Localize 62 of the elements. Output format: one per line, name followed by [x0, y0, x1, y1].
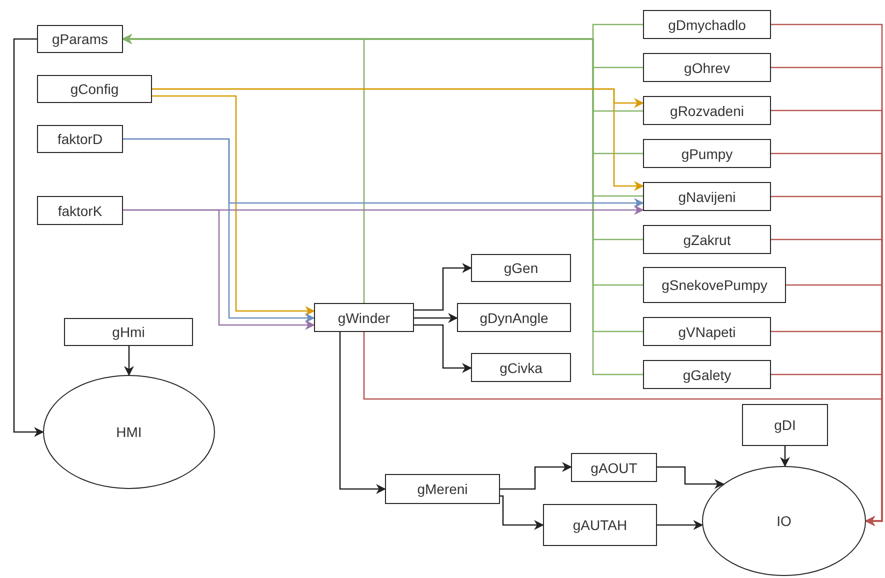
arrow	[780, 446, 790, 467]
arrow	[414, 324, 472, 373]
node-label: gZakrut	[683, 232, 731, 248]
process-box	[457, 303, 571, 332]
arrow	[657, 520, 704, 530]
process-box	[643, 317, 771, 346]
process-box	[643, 225, 771, 254]
arrow	[124, 346, 134, 376]
arrow	[363, 332, 883, 526]
node-label: gMereni	[417, 481, 468, 497]
node-label: gDynAngle	[480, 310, 548, 326]
process-box	[643, 96, 771, 125]
node-label: gCivka	[500, 360, 542, 376]
process-box	[742, 404, 828, 446]
arrow	[152, 95, 315, 316]
node-label: gOhrev	[684, 60, 730, 76]
process-box	[471, 353, 571, 382]
process-box	[37, 125, 123, 153]
node-label: faktorK	[58, 202, 102, 218]
arrow	[414, 263, 472, 311]
process-box	[643, 53, 771, 82]
node-label: gHmi	[112, 324, 145, 340]
process-box	[37, 25, 123, 53]
arrow	[152, 88, 644, 191]
node-label: gConfig	[70, 81, 119, 97]
arrow	[414, 313, 458, 323]
process-box	[571, 453, 657, 482]
arrow	[123, 138, 315, 323]
node-label: gGalety	[682, 366, 732, 382]
node-label: gDI	[774, 417, 796, 433]
arrow	[13, 38, 44, 437]
process-box	[314, 303, 414, 332]
process-box	[37, 196, 123, 225]
arrow	[657, 466, 724, 489]
node-label: gRozvadeni	[670, 102, 744, 118]
node-label: gNavijeni	[678, 188, 736, 204]
process-box	[643, 139, 771, 168]
process-box	[643, 182, 771, 211]
process-box	[64, 318, 193, 346]
process-box	[643, 267, 786, 303]
node-label: IO	[776, 513, 792, 529]
node-label: faktorD	[57, 131, 103, 147]
node-label: HMI	[116, 424, 142, 440]
node-label: gWinder	[338, 310, 390, 326]
process-box	[643, 10, 771, 39]
node-label: gAUTAH	[572, 517, 628, 533]
process-box	[643, 360, 771, 389]
node-label: gDmychadlo	[668, 16, 746, 32]
arrow	[500, 495, 544, 530]
arrow	[123, 209, 315, 330]
process-box	[543, 504, 657, 546]
node-label: gPumpy	[681, 146, 733, 162]
process-box	[37, 75, 152, 103]
node-label: gGen	[504, 260, 538, 276]
node-label: gVNapeti	[678, 324, 736, 340]
process-box	[385, 474, 500, 504]
arrow	[500, 462, 572, 490]
node-label: gParams	[52, 31, 108, 47]
node-label: gAOUT	[590, 460, 638, 476]
arrow	[339, 332, 386, 494]
node-label: gSnekovePumpy	[662, 277, 768, 293]
process-box	[471, 254, 571, 282]
